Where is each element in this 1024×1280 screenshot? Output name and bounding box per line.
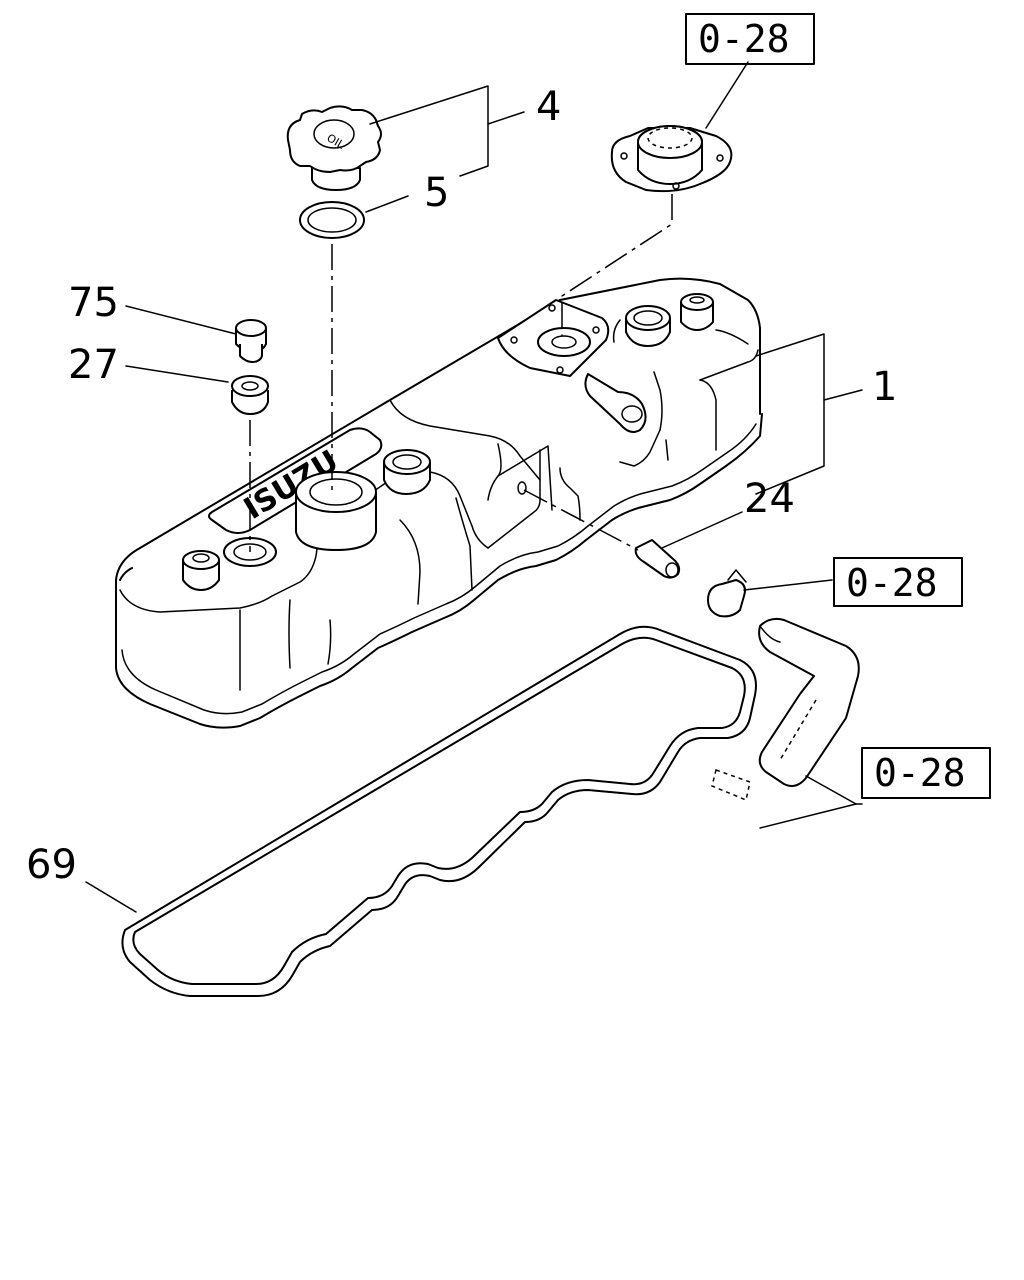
callout-69: 69 bbox=[26, 842, 77, 888]
oil-filler-cap: OIL bbox=[286, 105, 382, 191]
leader-lines bbox=[85, 61, 863, 913]
callout-27: 27 bbox=[68, 342, 119, 388]
rear-port bbox=[625, 305, 671, 347]
seal-rubber bbox=[231, 375, 269, 415]
hose-segment bbox=[711, 769, 751, 802]
small-port bbox=[383, 449, 431, 495]
reference-boxes: 0-28 0-28 0-28 bbox=[685, 13, 991, 799]
o-ring bbox=[299, 201, 365, 239]
callout-labels: 4 5 75 27 1 24 69 bbox=[26, 84, 897, 888]
callout-5: 5 bbox=[424, 170, 449, 216]
callout-4: 4 bbox=[536, 84, 561, 130]
hose-clip bbox=[707, 569, 747, 618]
callout-1: 1 bbox=[872, 364, 897, 410]
oil-filler-neck bbox=[295, 471, 377, 551]
bolt bbox=[235, 319, 267, 363]
callout-75: 75 bbox=[68, 280, 119, 326]
breather-mount bbox=[497, 299, 647, 433]
callout-24: 24 bbox=[744, 476, 795, 522]
breather-housing bbox=[610, 125, 733, 193]
ref-label-top: 0-28 bbox=[698, 17, 790, 61]
sensor-hole bbox=[517, 481, 527, 495]
ref-label-hose: 0-28 bbox=[874, 751, 966, 795]
ref-box-hose bbox=[861, 747, 991, 799]
pcv-hose bbox=[758, 617, 860, 787]
valve-cover bbox=[115, 277, 763, 729]
ref-box-top bbox=[685, 13, 815, 65]
ref-label-clip: 0-28 bbox=[846, 561, 938, 605]
valve-cover-gasket bbox=[121, 625, 757, 997]
plug-fitting bbox=[634, 539, 681, 579]
ref-box-clip bbox=[833, 557, 963, 607]
